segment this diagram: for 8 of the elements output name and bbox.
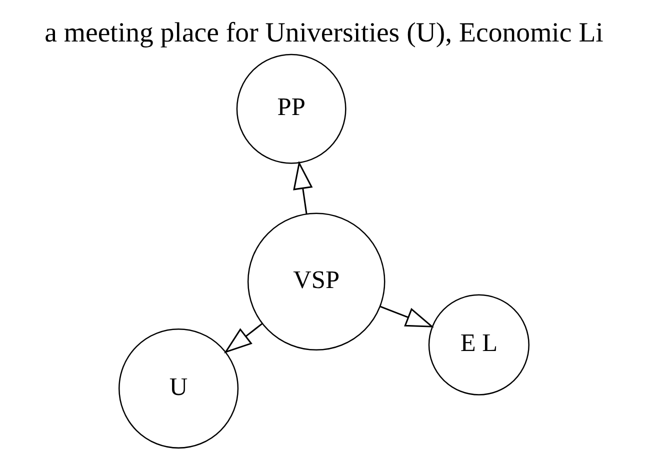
node-circle: E L <box>428 294 530 395</box>
arrow <box>380 305 434 327</box>
arrow <box>224 322 263 353</box>
node-circle: VSP <box>247 212 386 350</box>
arrow <box>293 160 313 214</box>
node-circle: PP <box>236 53 346 164</box>
node-circle: U <box>118 328 239 448</box>
diagram-title: a meeting place for Universities (U), Economic Li <box>44 16 604 48</box>
